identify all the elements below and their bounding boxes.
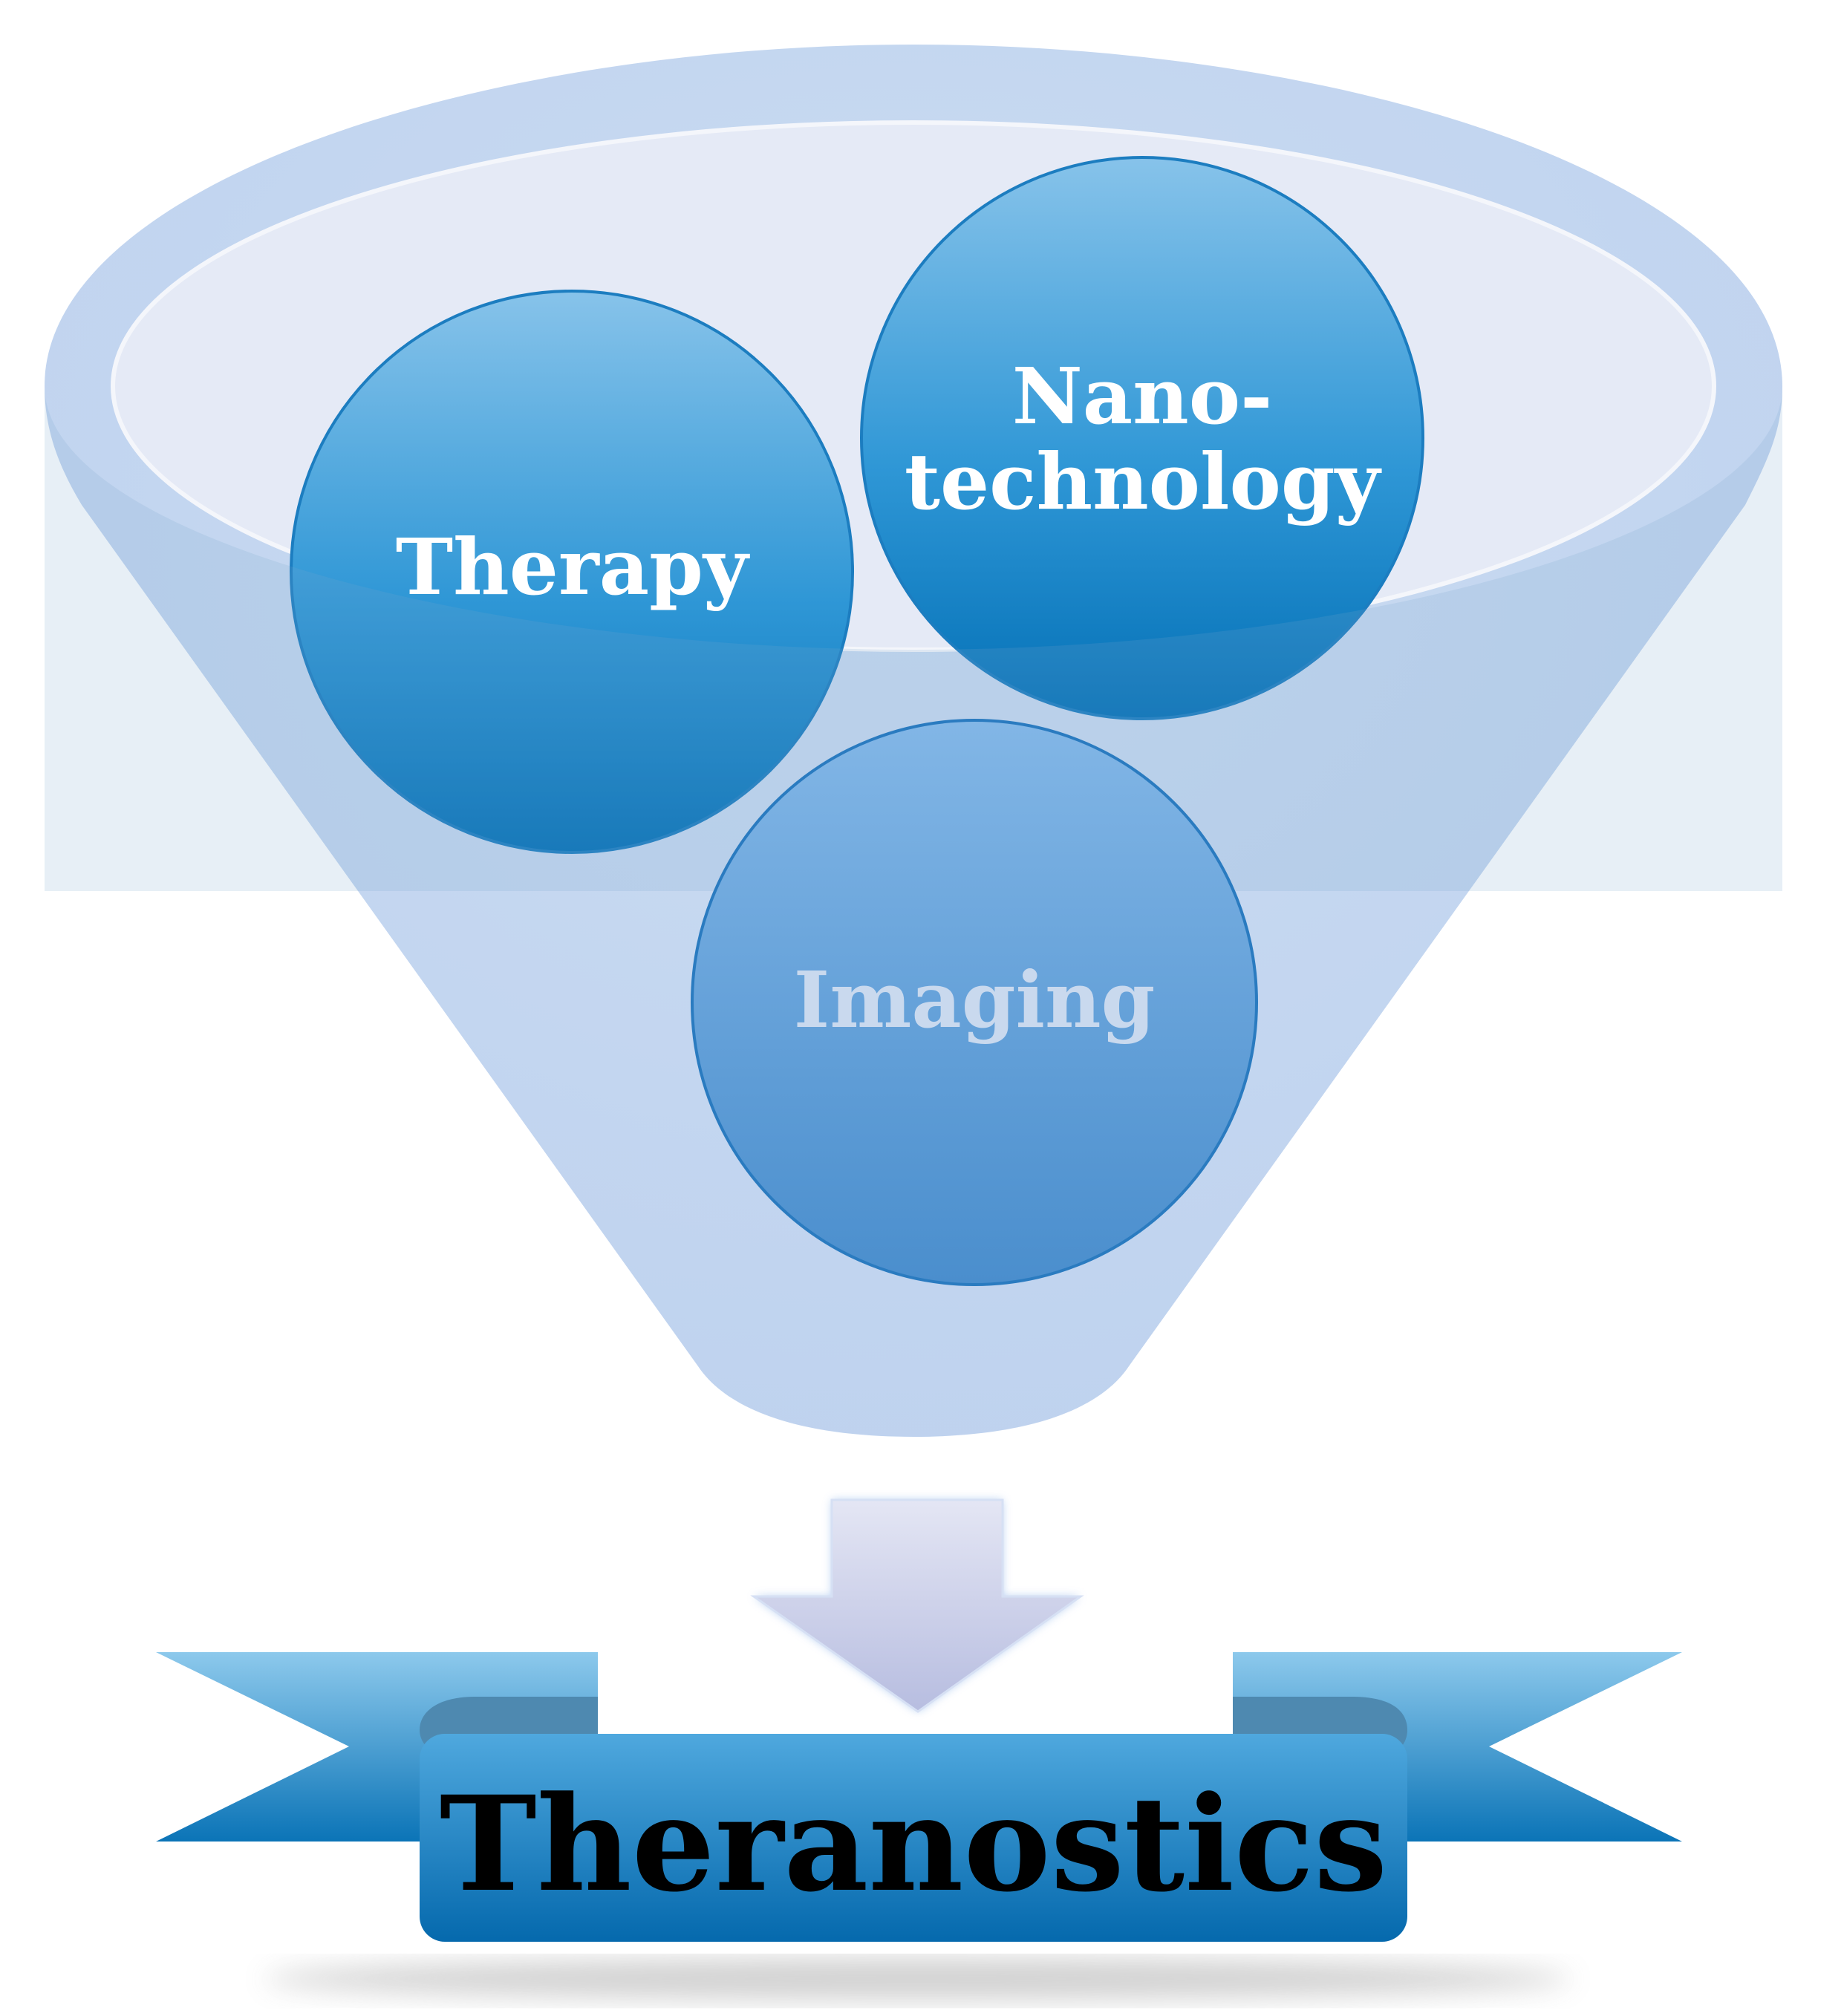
rim-overlay bbox=[45, 386, 1782, 891]
nanotechnology-label-line1: Nano- bbox=[1012, 350, 1273, 442]
down-arrow-icon bbox=[750, 1498, 1084, 1713]
therapy-node: Therapy bbox=[290, 290, 854, 854]
imaging-label: Imaging bbox=[794, 954, 1156, 1045]
output-label: Theranostics bbox=[440, 1767, 1388, 1921]
output-banner: Theranostics bbox=[156, 1652, 1682, 2000]
nanotechnology-circle bbox=[860, 156, 1424, 720]
ribbon-main bbox=[420, 1734, 1407, 1942]
therapy-circle bbox=[290, 290, 854, 854]
imaging-node: Imaging bbox=[691, 719, 1258, 1286]
imaging-circle bbox=[691, 719, 1258, 1286]
nanotechnology-node: Nano- technology bbox=[860, 156, 1424, 720]
down-arrow bbox=[750, 1498, 1084, 1713]
therapy-label: Therapy bbox=[396, 521, 750, 613]
nanotechnology-label-line2: technology bbox=[905, 436, 1382, 527]
